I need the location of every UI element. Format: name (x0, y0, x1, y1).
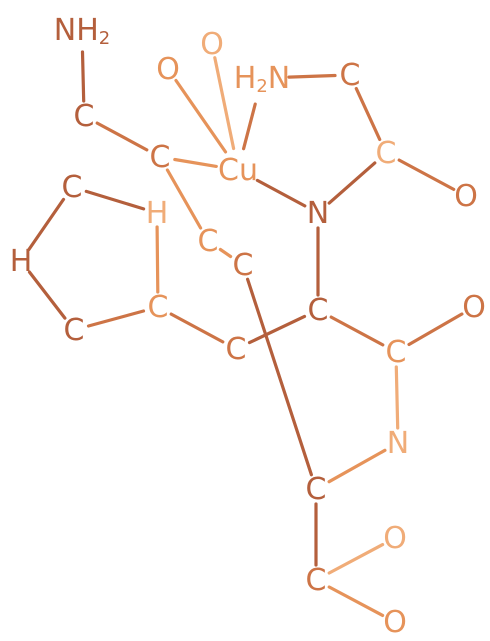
bond-c_carbonyl-n_center (327, 161, 377, 205)
atom-symbol: NH (54, 13, 99, 48)
atom-c-mid2: C (233, 248, 254, 283)
bond-o_2-cu (213, 56, 236, 151)
bond-c_mid2-c_bottom1 (246, 277, 313, 477)
atom-c-b: C (150, 140, 171, 175)
atom-symbol: O (383, 521, 407, 556)
bond-nh2_top-c_a (80, 50, 86, 103)
atom-o-right2: O (462, 290, 486, 325)
bond-c_right2-n_lower (394, 365, 400, 430)
atom-symbol: C (340, 58, 361, 93)
atom-symbol: O (462, 290, 486, 325)
atom-o-right-top: O (454, 179, 478, 214)
bond-h2n-c_top (287, 73, 337, 79)
bond-o_1-cu (174, 78, 228, 154)
atom-symbol: H (234, 61, 257, 96)
atom-symbol: O (200, 27, 224, 62)
atom-cu: Cu (218, 153, 258, 188)
atom-symbol: C (148, 290, 169, 325)
bond-h2n-cu (242, 102, 257, 151)
atom-symbol: H (146, 196, 169, 231)
atom-symbol: C (74, 99, 95, 134)
atom-symbol: C (306, 563, 327, 598)
atom-c-low: C (226, 332, 247, 367)
atom-c-a: C (74, 99, 95, 134)
bond-c_bottom2-o_b2 (327, 585, 385, 618)
atom-o-b1: O (383, 521, 407, 556)
bond-c_ring_top-h_left (27, 197, 66, 252)
bond-c_b-cu (173, 157, 218, 168)
atom-c-bottom1: C (306, 472, 327, 507)
bond-c_top-c_carbonyl (354, 86, 382, 141)
atom-c-carbonyl: C (376, 136, 397, 171)
bond-cu-n_center (255, 178, 307, 208)
bond-layer (27, 50, 464, 618)
atom-symbol: C (386, 335, 407, 370)
bond-c_carbonyl-o_right_top (397, 158, 456, 191)
atom-symbol: O (383, 605, 407, 640)
atom-c-bottom2: C (306, 563, 327, 598)
atom-symbol: N (307, 196, 329, 231)
atom-symbol: C (64, 313, 85, 348)
atom-symbol: O (454, 179, 478, 214)
atom-symbol: C (198, 224, 219, 259)
atom-c-ring-bot: C (64, 313, 85, 348)
atom-c-center: C (308, 293, 329, 328)
atom-h-ring: H (146, 196, 169, 231)
atom-symbol: C (308, 293, 329, 328)
bond-c_ring_right-c_low (169, 312, 225, 344)
atom-h-left: H (10, 244, 33, 279)
atom-c-top: C (340, 58, 361, 93)
bond-h_left-c_ring_bot (27, 270, 67, 320)
atom-symbol: N (387, 426, 409, 461)
atom-subscript: 2 (99, 28, 110, 49)
bond-c_center-c_right2 (329, 315, 385, 347)
atom-symbol: O (156, 52, 180, 87)
atom-o-b2: O (383, 605, 407, 640)
atom-symbol: H (10, 244, 33, 279)
atom-symbol: C (233, 248, 254, 283)
atom-c-ring-top: C (62, 170, 83, 205)
bond-c_right2-o_right2 (407, 312, 464, 347)
bond-c_ring_top-h_ring (84, 189, 146, 211)
bond-c_low-c_center (247, 314, 307, 345)
bond-c_mid1-c_mid2 (218, 247, 233, 259)
atom-nh2-top: NH2 (54, 13, 110, 49)
atom-n-lower: N (387, 426, 409, 461)
atom-symbol: Cu (218, 153, 258, 188)
atom-n-center: N (307, 196, 329, 231)
atom-symbol: C (150, 140, 171, 175)
atom-subscript: 2 (256, 76, 267, 97)
atom-symbol: C (62, 170, 83, 205)
bond-c_b-c_mid1 (165, 168, 203, 230)
atom-symbol: C (376, 136, 397, 171)
atom-symbol: C (306, 472, 327, 507)
bond-h_ring-c_ring_right (155, 225, 160, 294)
bond-c_bottom2-o_b1 (327, 542, 385, 575)
atom-symbol-tail: N (268, 61, 290, 96)
atom-c-mid1: C (198, 224, 219, 259)
bond-c_a-c_b (95, 121, 149, 152)
atom-o-2: O (200, 27, 224, 62)
bond-c_ring_bot-c_ring_right (86, 309, 146, 328)
bond-n_lower-c_bottom1 (327, 448, 387, 484)
atom-symbol: C (226, 332, 247, 367)
atom-c-right2: C (386, 335, 407, 370)
atom-c-ring-right: C (148, 290, 169, 325)
atom-o-1: O (156, 52, 180, 87)
atom-h2n: H2N (234, 61, 290, 97)
